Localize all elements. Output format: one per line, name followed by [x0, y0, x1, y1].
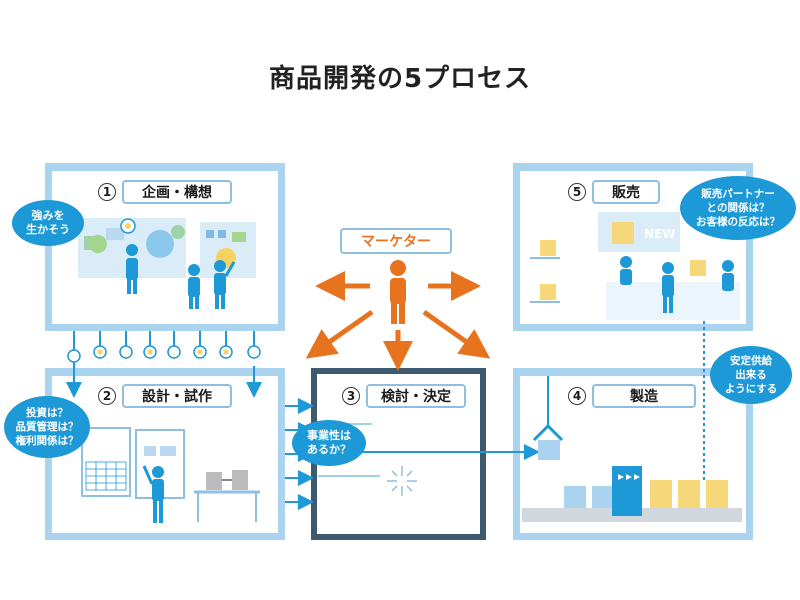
planning-scene	[78, 218, 256, 309]
page-title: 商品開発の5プロセス	[268, 64, 532, 94]
manufacturing-scene	[522, 376, 742, 522]
bubble-supply: 安定供給 出来る ようにする	[710, 346, 792, 404]
step-number: 2	[98, 387, 116, 405]
marketer-label: マーケター	[340, 228, 452, 254]
bubble-business: 事業性は あるか？	[292, 420, 366, 466]
process-title: 製造	[630, 389, 658, 405]
process-label-planning: 1 企画・構想	[98, 180, 232, 204]
process-label-design: 2 設計・試作	[98, 384, 232, 408]
bubble-partners: 販売パートナー との関係は？ お客様の反応は？	[680, 176, 796, 240]
bubble-investment: 投資は？ 品質管理は？ 権利関係は？	[4, 396, 90, 458]
step-number: 3	[342, 387, 360, 405]
process-title: 検討・決定	[381, 389, 451, 405]
design-scene	[81, 427, 260, 523]
idea-flow-arrows	[66, 331, 262, 398]
process-label-sales: 5 販売	[568, 180, 660, 204]
step-number: 5	[568, 183, 586, 201]
lightbulb-icons	[67, 345, 261, 363]
design-to-review-arrows	[285, 398, 314, 510]
process-title: 企画・構想	[142, 185, 212, 201]
process-title: 設計・試作	[142, 389, 212, 405]
process-label-review: 3 検討・決定	[342, 384, 466, 408]
step-number: 4	[568, 387, 586, 405]
review-sparkle-icon	[387, 466, 417, 496]
process-label-manufacturing: 4 製造	[568, 384, 696, 408]
bubble-strengths: 強みを 生かそう	[12, 200, 84, 246]
process-title: 販売	[612, 185, 640, 201]
marketer-figure	[390, 260, 406, 324]
marketer-arrows	[305, 271, 491, 371]
new-sign: NEW	[644, 227, 676, 241]
sales-scene	[530, 212, 740, 320]
step-number: 1	[98, 183, 116, 201]
